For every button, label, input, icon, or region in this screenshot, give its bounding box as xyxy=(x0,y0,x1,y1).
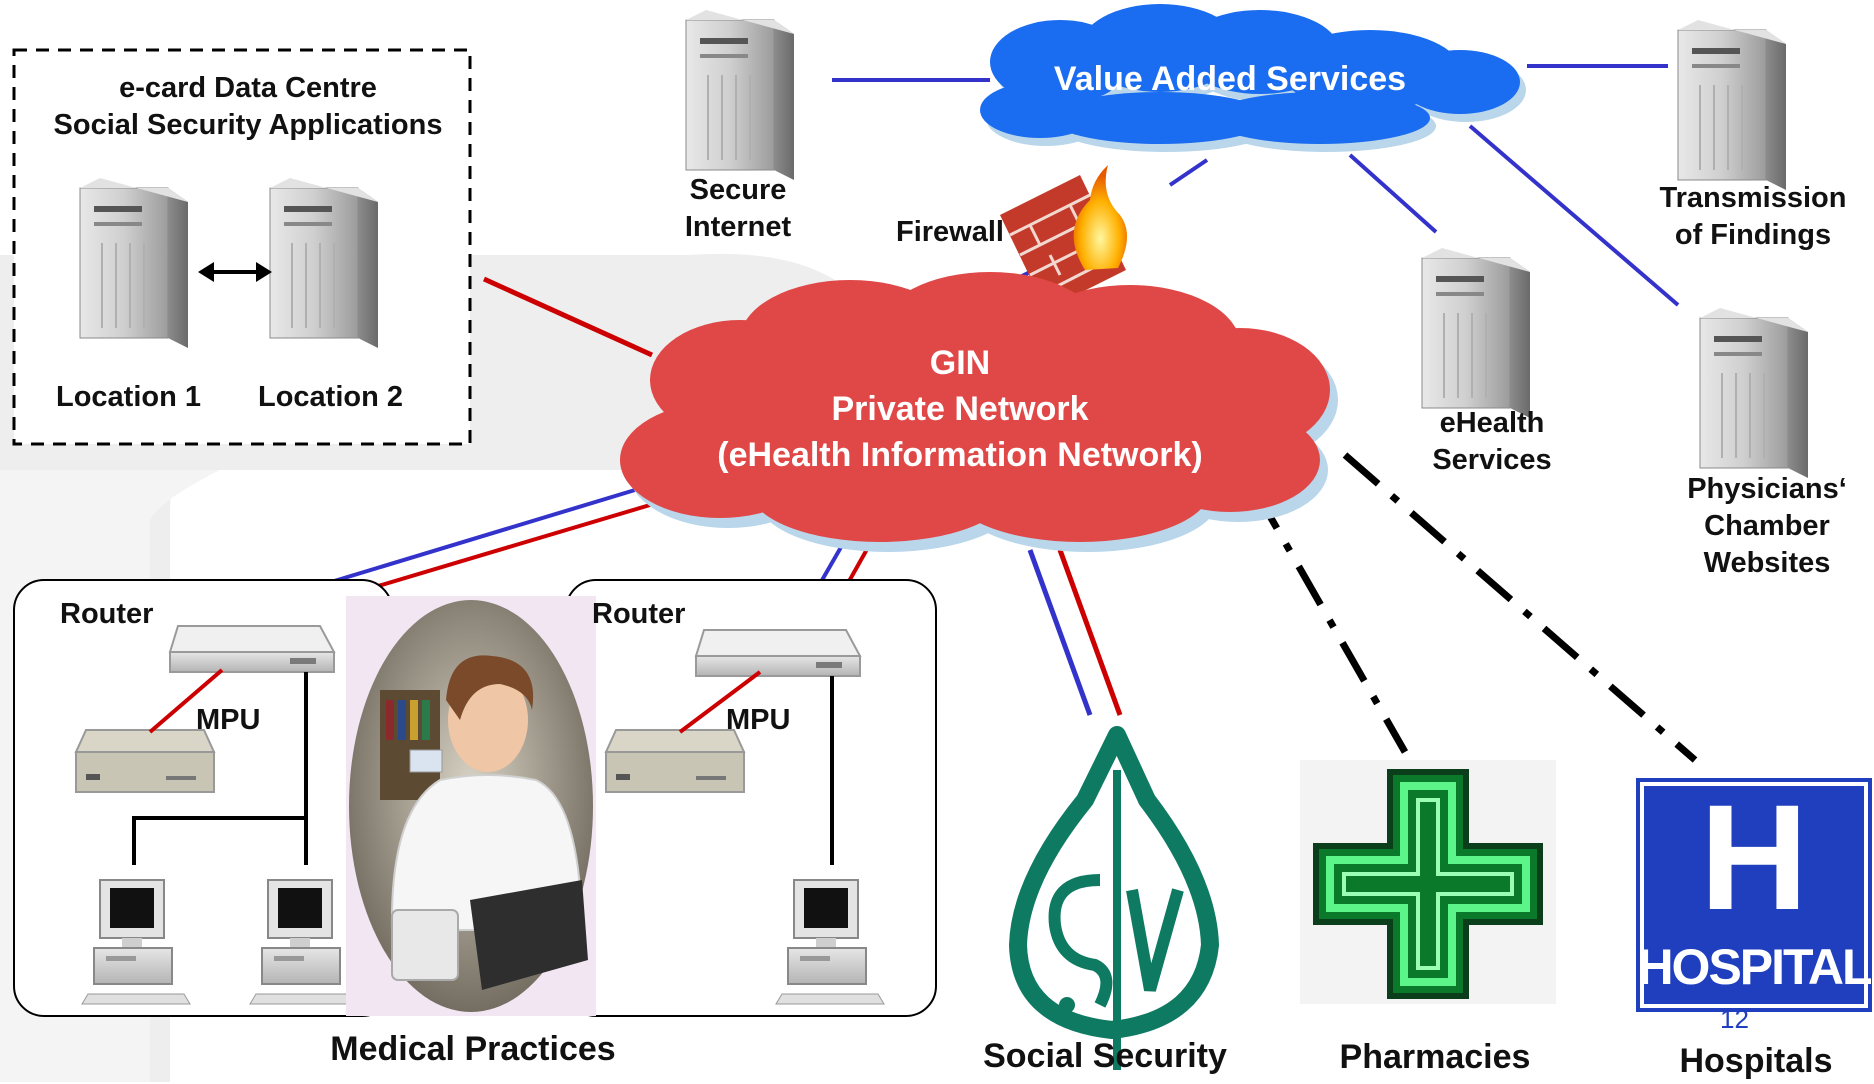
practice-left-box xyxy=(13,579,393,1017)
gin-label-line3: (eHealth Information Network) xyxy=(717,436,1203,474)
social-security-label: Social Security xyxy=(983,1037,1227,1075)
transmission-label-line1: Transmission xyxy=(1659,182,1847,214)
gin-label-line1: GIN xyxy=(929,344,991,382)
ehealth-server-icon xyxy=(1421,247,1531,419)
location-2-server-icon xyxy=(269,177,379,349)
firewall-label: Firewall xyxy=(896,216,1004,248)
secure-internet-label-line1: Secure xyxy=(689,174,787,206)
ehealth-services-label-line2: Services xyxy=(1432,444,1552,477)
physicians-label-line1: Physicians‘ xyxy=(1687,473,1847,505)
router-right-label: Router xyxy=(592,598,686,630)
bookshelf-icon xyxy=(380,690,440,800)
router-right-icon xyxy=(695,629,861,677)
hospital-sign-text: HOSPITAL xyxy=(1637,939,1872,995)
router-left-icon xyxy=(169,625,335,673)
hospital-sign-icon xyxy=(1632,774,1874,1016)
ehealth-services-label-line1: eHealth xyxy=(1439,407,1545,439)
hospital-letter: H xyxy=(1699,773,1809,941)
value-added-services-cloud xyxy=(980,4,1526,152)
doctor-photo xyxy=(346,596,596,1016)
firewall-icon xyxy=(1000,165,1128,310)
transmission-label-line2: of Findings xyxy=(1674,219,1832,252)
physicians-label-line3: Websites xyxy=(1703,547,1831,580)
practice-right-box xyxy=(565,579,937,1017)
pharmacy-cross-icon xyxy=(1300,760,1556,1004)
mpu-right-icon xyxy=(605,729,745,793)
pharmacies-label: Pharmacies xyxy=(1339,1038,1531,1076)
gin-cloud xyxy=(620,272,1338,552)
value-added-services-label: Value Added Services xyxy=(1053,60,1407,98)
medical-practices-label: Medical Practices xyxy=(330,1030,616,1068)
location-2-label: Location 2 xyxy=(258,381,404,413)
e-card-icon xyxy=(409,749,443,773)
page-number: 12 xyxy=(1720,1004,1749,1034)
data-centre-title: e-card Data Centre xyxy=(119,72,377,104)
location-1-label: Location 1 xyxy=(56,381,202,413)
keyboard-icon xyxy=(470,880,588,990)
data-centre-subtitle: Social Security Applications xyxy=(53,109,443,142)
mpu-left-label: MPU xyxy=(196,704,261,736)
transmission-server-icon xyxy=(1677,19,1787,191)
secure-internet-server-icon xyxy=(685,9,795,181)
physicians-label-line2: Chamber xyxy=(1704,510,1830,543)
physicians-server-icon xyxy=(1699,307,1809,479)
card-reader-icon xyxy=(391,909,459,981)
mpu-left-icon xyxy=(75,729,215,793)
location-1-server-icon xyxy=(79,177,189,349)
hospitals-label: Hospitals xyxy=(1679,1042,1833,1080)
mpu-right-label: MPU xyxy=(726,704,791,736)
secure-internet-label-line2: Internet xyxy=(684,211,792,244)
data-centre-box xyxy=(12,48,472,446)
gin-label-line2: Private Network xyxy=(831,390,1089,428)
double-arrow-icon xyxy=(198,262,272,282)
router-left-label: Router xyxy=(60,598,154,630)
social-security-logo-icon xyxy=(1009,726,1219,1070)
